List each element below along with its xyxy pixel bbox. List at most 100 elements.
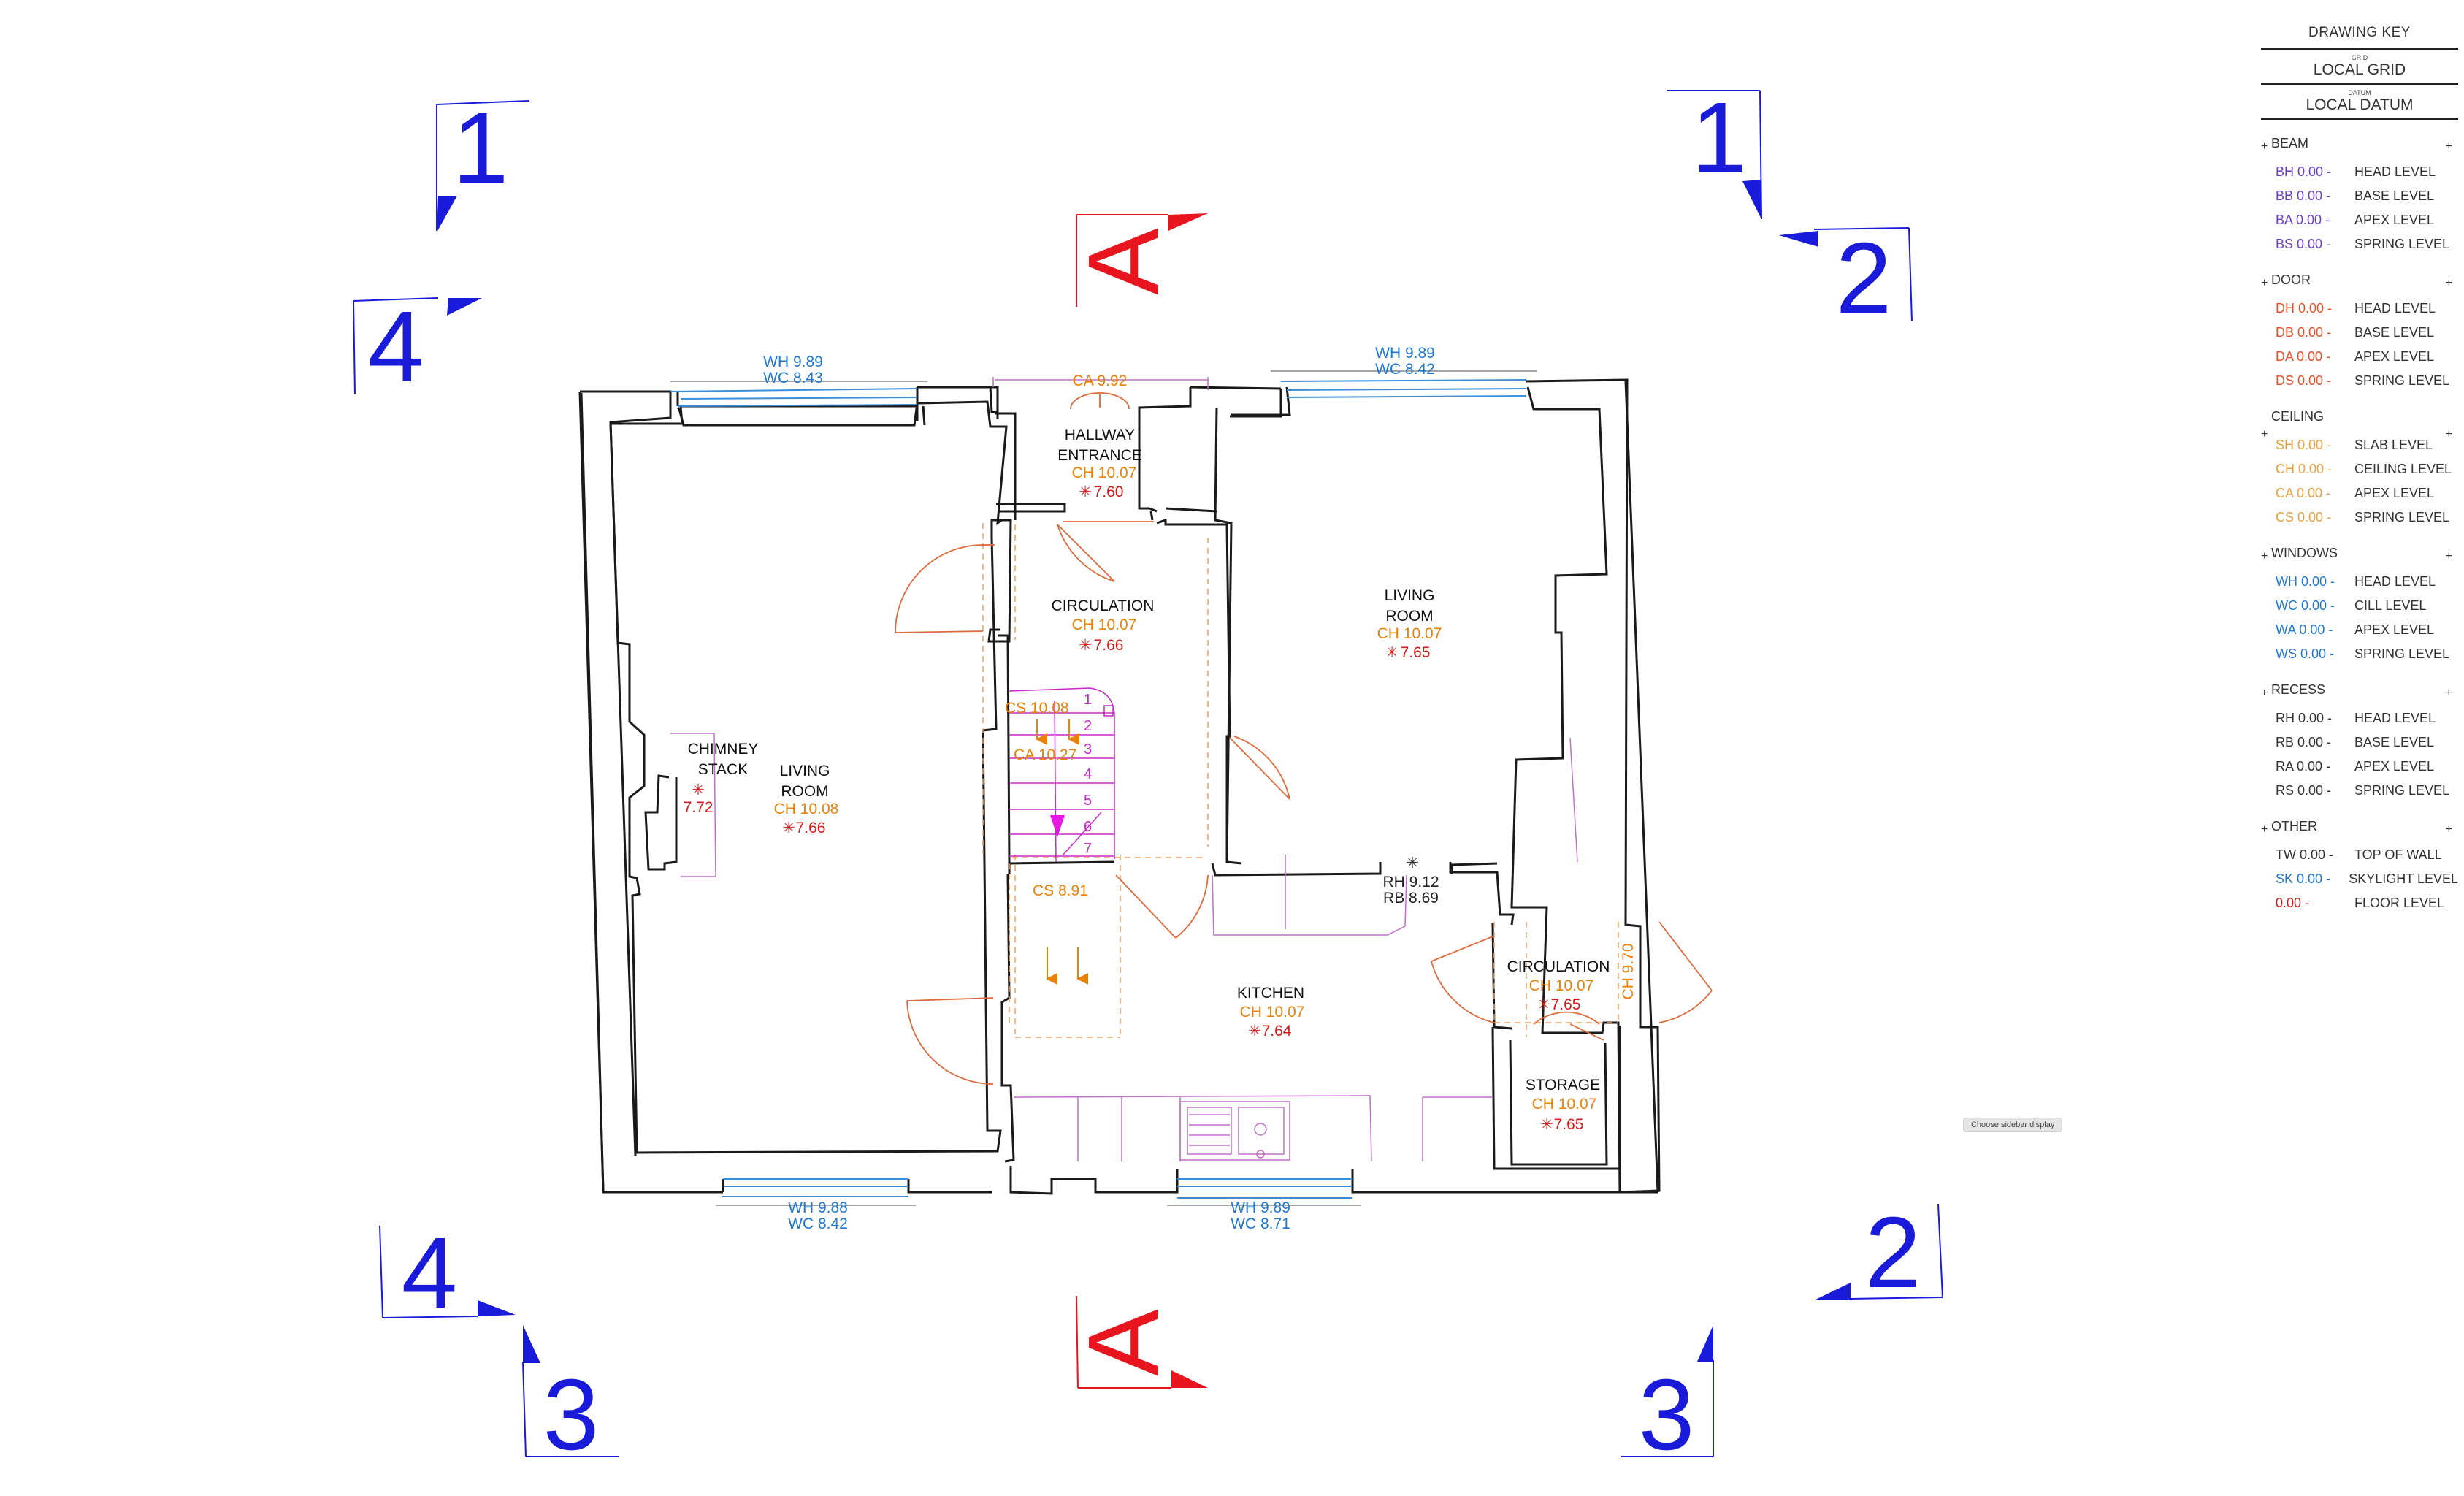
key-section-other[interactable]: + + OTHER TW 0.00 -TOP OF WALL SK 0.00 -… <box>2261 819 2458 915</box>
grid-marker-2-bottom-right[interactable]: 2 <box>1814 1197 1943 1309</box>
walls <box>578 378 1661 1195</box>
plus-icon[interactable]: + <box>2261 687 2268 699</box>
key-section-ceiling[interactable]: + + CEILING SH 0.00 -SLAB LEVEL CH 0.00 … <box>2261 409 2458 530</box>
svg-text:1: 1 <box>1691 82 1748 194</box>
key-section-title: CEILING <box>2271 409 2325 424</box>
section-marker-a-bottom[interactable]: A <box>1068 1295 1208 1389</box>
door-label-entrance: CA 9.92 <box>1073 373 1128 389</box>
key-row: CA 0.00 -APEX LEVEL <box>2276 486 2435 500</box>
kitchen-units <box>670 377 1578 1162</box>
svg-text:7.66: 7.66 <box>1094 637 1124 654</box>
svg-text:CS 10.08: CS 10.08 <box>1005 700 1069 717</box>
svg-text:WC 8.43: WC 8.43 <box>763 370 823 386</box>
key-section-beam[interactable]: + + BEAM BH 0.00 -HEAD LEVEL BB 0.00 -BA… <box>2261 136 2458 256</box>
room-kitchen[interactable]: KITCHEN CH 10.07 ✳ 7.64 <box>1237 985 1304 1039</box>
grid-marker-1-top-right[interactable]: 1 <box>1667 82 1762 220</box>
svg-text:1: 1 <box>1084 692 1092 708</box>
section-marker-a-top[interactable]: A <box>1068 213 1208 307</box>
key-row: TW 0.00 -TOP OF WALL <box>2276 847 2442 862</box>
svg-text:CA 10.27: CA 10.27 <box>1014 747 1076 763</box>
window-label-top-right: WH 9.89 WC 8.42 <box>1375 345 1435 378</box>
grid-label: GRID <box>2351 54 2368 61</box>
svg-text:CIRCULATION: CIRCULATION <box>1507 958 1610 975</box>
svg-text:✳: ✳ <box>1079 484 1092 500</box>
key-section-title: BEAM <box>2271 136 2309 150</box>
key-row: CS 0.00 -SPRING LEVEL <box>2276 510 2450 524</box>
grid-marker-3-bottom-left[interactable]: 3 <box>522 1325 619 1471</box>
svg-text:CH 10.07: CH 10.07 <box>1529 977 1594 994</box>
window-label-bottom-right: WH 9.89 WC 8.71 <box>1231 1199 1290 1232</box>
key-row: SH 0.00 -SLAB LEVEL <box>2276 438 2433 452</box>
svg-text:7.72: 7.72 <box>684 799 713 816</box>
plus-icon[interactable]: + <box>2445 428 2452 440</box>
key-row: BH 0.00 -HEAD LEVEL <box>2276 164 2436 179</box>
key-row: RA 0.00 -APEX LEVEL <box>2276 759 2435 774</box>
key-row: DS 0.00 -SPRING LEVEL <box>2276 373 2450 388</box>
room-chimney-stack[interactable]: CHIMNEY STACK ✳ 7.72 <box>684 741 759 816</box>
svg-text:RB 8.69: RB 8.69 <box>1383 890 1439 907</box>
svg-text:ROOM: ROOM <box>781 783 828 800</box>
plus-icon[interactable]: + <box>2445 140 2452 153</box>
key-row: DH 0.00 -HEAD LEVEL <box>2276 301 2436 316</box>
room-hallway[interactable]: HALLWAY ENTRANCE CH 10.07 ✳ 7.60 <box>1057 427 1142 500</box>
plus-icon[interactable]: + <box>2261 277 2268 289</box>
grid-marker-4-bottom-left[interactable]: 4 <box>379 1217 516 1329</box>
plus-icon[interactable]: + <box>2445 277 2452 289</box>
sidebar-display-tooltip[interactable]: Choose sidebar display <box>1963 1118 2063 1132</box>
key-section-windows[interactable]: + + WINDOWS WH 0.00 -HEAD LEVEL WC 0.00 … <box>2261 546 2458 666</box>
key-row: RB 0.00 -BASE LEVEL <box>2276 735 2435 749</box>
key-row: WS 0.00 -SPRING LEVEL <box>2276 646 2450 661</box>
grid-marker-2-top-right[interactable]: 2 <box>1779 222 1913 335</box>
window-label-top-left: WH 9.89 WC 8.43 <box>763 354 823 386</box>
svg-text:3: 3 <box>543 1359 600 1471</box>
plus-icon[interactable]: + <box>2261 428 2268 440</box>
svg-text:✳: ✳ <box>1406 855 1419 871</box>
svg-text:WH 9.89: WH 9.89 <box>1231 1199 1290 1216</box>
svg-text:3: 3 <box>1084 741 1092 757</box>
plus-icon[interactable]: + <box>2261 140 2268 153</box>
plus-icon[interactable]: + <box>2261 823 2268 836</box>
svg-text:5: 5 <box>1084 793 1092 809</box>
grid-marker-3-bottom-right[interactable]: 3 <box>1621 1325 1714 1471</box>
grid-value[interactable]: LOCAL GRID <box>2261 61 2458 85</box>
svg-text:STORAGE: STORAGE <box>1526 1077 1600 1094</box>
key-row: DA 0.00 -APEX LEVEL <box>2276 349 2435 364</box>
svg-text:LIVING: LIVING <box>780 763 830 779</box>
plus-icon[interactable]: + <box>2445 823 2452 836</box>
svg-text:4: 4 <box>402 1217 458 1329</box>
svg-text:CH 10.07: CH 10.07 <box>1532 1096 1597 1113</box>
room-storage[interactable]: STORAGE CH 10.07 ✳ 7.65 <box>1526 1077 1600 1133</box>
datum-value[interactable]: LOCAL DATUM <box>2261 96 2458 120</box>
drawing-key-title: DRAWING KEY <box>2261 13 2458 50</box>
key-row: WC 0.00 -CILL LEVEL <box>2276 598 2427 613</box>
svg-text:✳: ✳ <box>1540 1116 1553 1133</box>
door-label-side: CH 9.70 <box>1620 943 1637 999</box>
svg-text:6: 6 <box>1084 819 1092 835</box>
plus-icon[interactable]: + <box>2445 550 2452 562</box>
ceiling-lines <box>982 523 1619 1038</box>
svg-text:✳: ✳ <box>1079 637 1092 654</box>
key-row: BB 0.00 -BASE LEVEL <box>2276 188 2435 203</box>
room-circulation-lower[interactable]: CIRCULATION CH 10.07 ✳ 7.65 <box>1507 958 1610 1013</box>
plus-icon[interactable]: + <box>2261 550 2268 562</box>
svg-text:CA 9.92: CA 9.92 <box>1073 373 1128 389</box>
svg-text:A: A <box>1068 1309 1180 1376</box>
room-living-right[interactable]: LIVING ROOM CH 10.07 ✳ 7.65 <box>1377 587 1442 661</box>
svg-text:CS 8.91: CS 8.91 <box>1033 882 1088 899</box>
svg-text:✳: ✳ <box>1385 644 1399 661</box>
grid-marker-1-top-left[interactable]: 1 <box>436 92 529 232</box>
key-section-door[interactable]: + + DOOR DH 0.00 -HEAD LEVEL DB 0.00 -BA… <box>2261 272 2458 393</box>
plus-icon[interactable]: + <box>2445 687 2452 699</box>
grid-marker-4-top-left[interactable]: 4 <box>353 291 482 403</box>
svg-text:CHIMNEY: CHIMNEY <box>688 741 759 757</box>
key-section-title: RECESS <box>2271 682 2326 697</box>
room-circulation-upper[interactable]: CIRCULATION CH 10.07 ✳ 7.66 <box>1052 598 1155 654</box>
svg-text:WC 8.71: WC 8.71 <box>1231 1216 1290 1232</box>
room-living-left[interactable]: LIVING ROOM CH 10.08 ✳ 7.66 <box>774 763 839 836</box>
svg-text:WC 8.42: WC 8.42 <box>1375 361 1435 378</box>
key-section-recess[interactable]: + + RECESS RH 0.00 -HEAD LEVEL RB 0.00 -… <box>2261 682 2458 803</box>
doors <box>895 392 1713 1085</box>
key-row: SK 0.00 -SKYLIGHT LEVEL <box>2276 871 2458 886</box>
svg-text:2: 2 <box>1865 1197 1921 1309</box>
key-row: BS 0.00 -SPRING LEVEL <box>2276 237 2450 251</box>
